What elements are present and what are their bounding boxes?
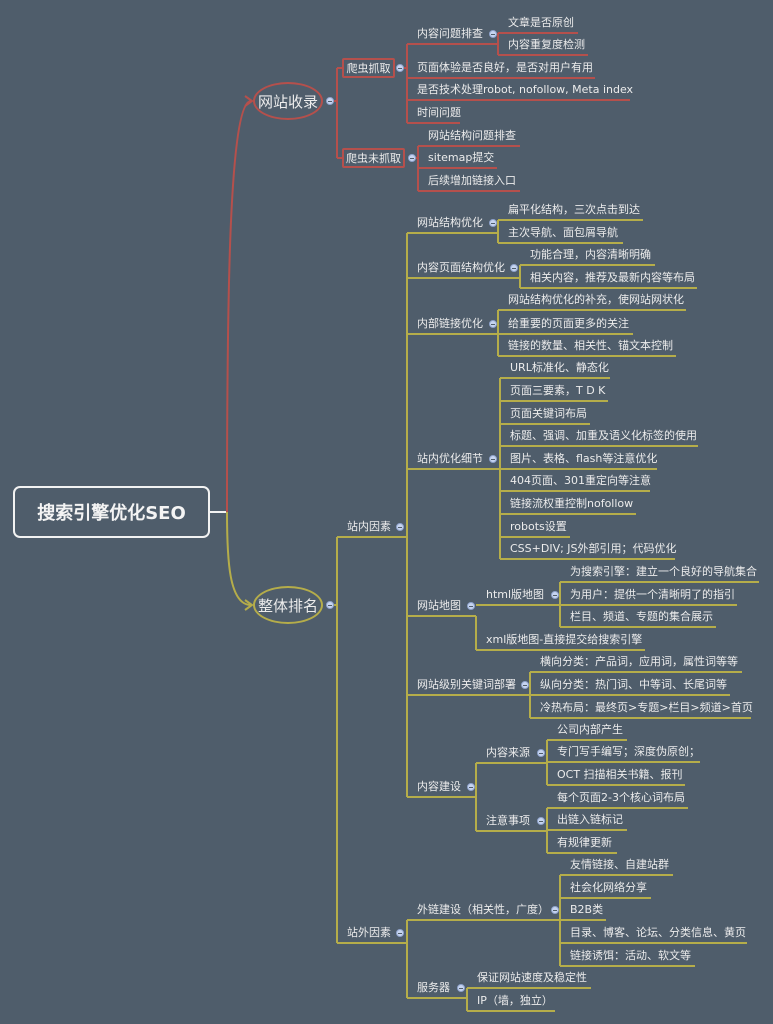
topic-label[interactable]: 友情链接、自建站群: [570, 858, 669, 871]
topic-label[interactable]: 目录、博客、论坛、分类信息、黄页: [570, 926, 746, 939]
curve-to-index-branch: [226, 100, 252, 513]
topic-label[interactable]: 链接诱饵：活动、软文等: [570, 949, 691, 962]
topic-label[interactable]: CSS+DIV; JS外部引用；代码优化: [510, 542, 677, 555]
topic-label[interactable]: 网站结构问题排查: [428, 129, 516, 142]
collapse-toggle-icon[interactable]: [537, 749, 545, 757]
collapse-toggle-icon[interactable]: [326, 97, 334, 105]
subtopic-label[interactable]: html版地图: [486, 588, 545, 601]
collapse-toggle-icon[interactable]: [537, 817, 545, 825]
collapse-toggle-icon[interactable]: [396, 523, 404, 531]
topic-label[interactable]: 文章是否原创: [508, 16, 574, 29]
subtopic-label[interactable]: 内容页面结构优化: [417, 261, 505, 274]
subtopic-label[interactable]: 外链建设（相关性，广度）: [417, 903, 549, 916]
collapse-toggle-icon[interactable]: [396, 929, 404, 937]
topic-label[interactable]: 链接流权重控制nofollow: [510, 497, 634, 510]
topic-label[interactable]: IP（墙，独立）: [477, 994, 553, 1007]
collapse-toggle-icon[interactable]: [551, 906, 559, 914]
subtopic-label[interactable]: 内部链接优化: [417, 317, 483, 330]
topic-label[interactable]: 公司内部产生: [557, 723, 623, 736]
curve-to-ranking-branch: [226, 511, 252, 606]
arrow-icon: [244, 599, 254, 611]
topic-label[interactable]: 每个页面2-3个核心词布局: [557, 791, 685, 804]
root-topic[interactable]: 搜索引擎优化SEO: [13, 486, 210, 538]
topic-label[interactable]: OCT 扫描相关书籍、报刊: [557, 768, 683, 781]
topic-label[interactable]: 时间问题: [417, 106, 461, 119]
topic-label[interactable]: 保证网站速度及稳定性: [477, 971, 587, 984]
subtopic-label[interactable]: 服务器: [417, 981, 450, 994]
topic-label[interactable]: B2B类: [570, 903, 604, 916]
subtopic-label[interactable]: 网站级别关键词部署: [417, 678, 516, 691]
topic-label[interactable]: 扁平化结构，三次点击到达: [508, 203, 640, 216]
topic-label[interactable]: 出链入链标记: [557, 813, 623, 826]
collapse-toggle-icon[interactable]: [396, 64, 404, 72]
topic-label[interactable]: sitemap提交: [428, 151, 495, 164]
topic-label[interactable]: 网站结构优化的补充，使网站网状化: [508, 293, 684, 306]
subtopic-box[interactable]: 爬虫抓取: [342, 58, 395, 78]
topic-label[interactable]: 为搜索引擎：建立一个良好的导航集合: [570, 565, 757, 578]
main-topic[interactable]: 整体排名: [253, 586, 323, 624]
collapse-toggle-icon[interactable]: [489, 320, 497, 328]
topic-label[interactable]: 标题、强调、加重及语义化标签的使用: [510, 429, 697, 442]
topic-label[interactable]: 栏目、频道、专题的集合展示: [570, 610, 713, 623]
topic-label[interactable]: 主次导航、面包屑导航: [508, 226, 618, 239]
subtopic-label[interactable]: 注意事项: [486, 814, 530, 827]
topic-label[interactable]: 冷热布局：最终页>专题>栏目>频道>首页: [540, 701, 753, 714]
topic-label[interactable]: xml版地图-直接提交给搜索引擎: [486, 633, 643, 646]
collapse-toggle-icon[interactable]: [467, 783, 475, 791]
collapse-toggle-icon[interactable]: [510, 264, 518, 272]
subtopic-label[interactable]: 站内因素: [347, 520, 391, 533]
subtopic-label[interactable]: 内容问题排查: [417, 27, 483, 40]
topic-label[interactable]: 链接的数量、相关性、锚文本控制: [508, 339, 673, 352]
topic-label[interactable]: 相关内容，推荐及最新内容等布局: [530, 271, 695, 284]
topic-label[interactable]: 专门写手编写；深度伪原创；: [557, 745, 700, 758]
topic-label[interactable]: 页面体验是否良好，是否对用户有用: [417, 61, 593, 74]
collapse-toggle-icon[interactable]: [326, 601, 334, 609]
subtopic-label[interactable]: 内容来源: [486, 746, 530, 759]
subtopic-label[interactable]: 网站结构优化: [417, 216, 483, 229]
arrow-icon: [244, 95, 254, 107]
collapse-toggle-icon[interactable]: [521, 681, 529, 689]
subtopic-label[interactable]: 内容建设: [417, 780, 461, 793]
collapse-toggle-icon[interactable]: [489, 455, 497, 463]
subtopic-label[interactable]: 站内优化细节: [417, 452, 483, 465]
topic-label[interactable]: 页面关键词布局: [510, 407, 587, 420]
collapse-toggle-icon[interactable]: [489, 30, 497, 38]
subtopic-label[interactable]: 网站地图: [417, 599, 461, 612]
subtopic-label[interactable]: 站外因素: [347, 926, 391, 939]
topic-label[interactable]: 功能合理，内容清晰明确: [530, 248, 651, 261]
topic-label[interactable]: 后续增加链接入口: [428, 174, 516, 187]
topic-label[interactable]: URL标准化、静态化: [510, 361, 609, 374]
topic-label[interactable]: 为用户：提供一个清晰明了的指引: [570, 588, 735, 601]
collapse-toggle-icon[interactable]: [457, 984, 465, 992]
topic-label[interactable]: 404页面、301重定向等注意: [510, 474, 651, 487]
topic-label[interactable]: 页面三要素，T D K: [510, 384, 606, 397]
collapse-toggle-icon[interactable]: [551, 591, 559, 599]
topic-label[interactable]: 社会化网络分享: [570, 881, 647, 894]
topic-label[interactable]: 纵向分类：热门词、中等词、长尾词等: [540, 678, 727, 691]
collapse-toggle-icon[interactable]: [408, 154, 416, 162]
main-topic[interactable]: 网站收录: [253, 82, 323, 120]
topic-label[interactable]: 给重要的页面更多的关注: [508, 317, 629, 330]
topic-label[interactable]: 图片、表格、flash等注意优化: [510, 452, 658, 465]
topic-label[interactable]: 横向分类：产品词，应用词，属性词等等: [540, 655, 738, 668]
collapse-toggle-icon[interactable]: [489, 219, 497, 227]
subtopic-box[interactable]: 爬虫未抓取: [342, 148, 405, 168]
topic-label[interactable]: 是否技术处理robot, nofollow, Meta index: [417, 83, 634, 96]
collapse-toggle-icon[interactable]: [467, 602, 475, 610]
topic-label[interactable]: 有规律更新: [557, 836, 612, 849]
topic-label[interactable]: robots设置: [510, 520, 567, 533]
topic-label[interactable]: 内容重复度检测: [508, 38, 585, 51]
